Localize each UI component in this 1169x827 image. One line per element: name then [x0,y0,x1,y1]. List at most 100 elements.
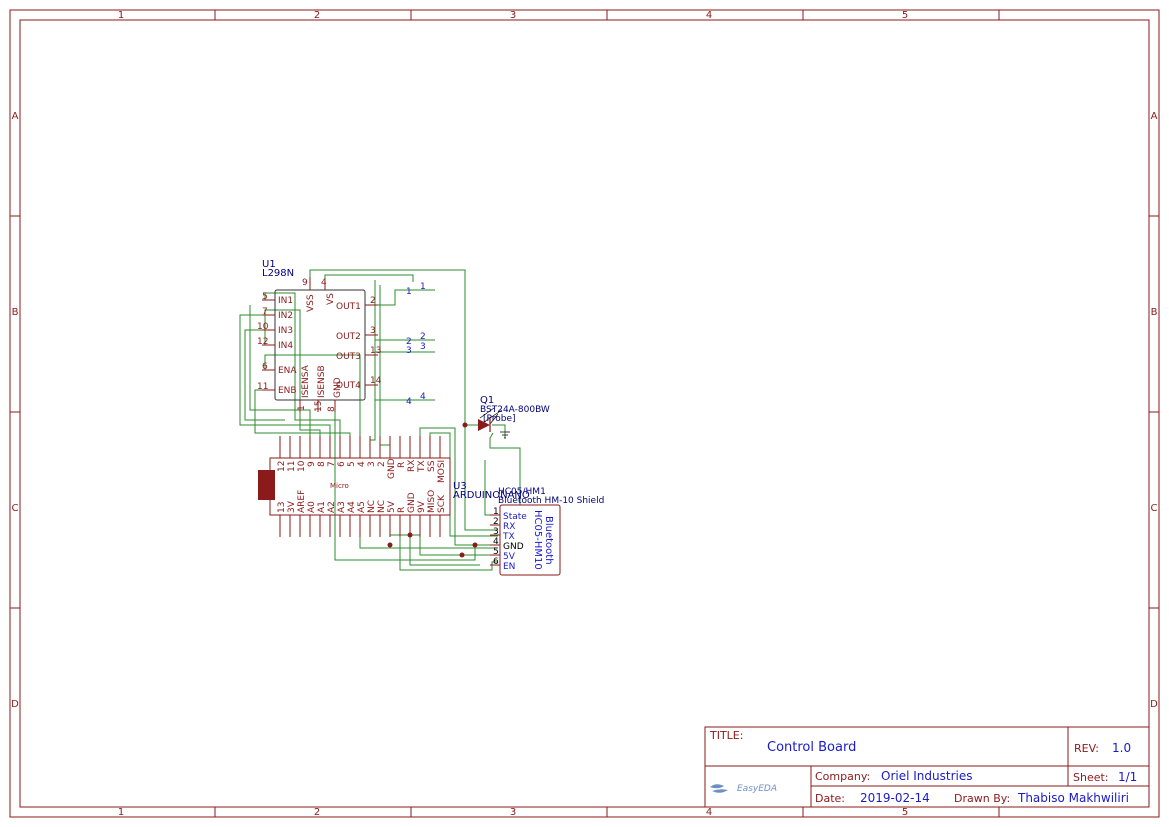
drawn-by-label: Drawn By: [954,792,1010,805]
column-label: 5 [902,10,908,21]
u3-part: ARDUINONANO [453,490,530,501]
company-label: Company: [815,770,870,783]
frame-row-labels-left: A B C D [11,111,19,710]
row-label: B [1151,307,1158,318]
column-label: 4 [706,10,712,21]
u1-pin-num: 8 [327,406,337,412]
frame-row-labels-right: A B C D [1150,111,1158,710]
hc05-side-model: HC05-HM10 [532,510,543,570]
u3-pin-label: SS [427,460,437,472]
title-value: Control Board [767,740,856,755]
hc05-pin-name: RX [503,522,515,532]
column-label: 4 [706,807,712,818]
net-label: 3 [406,346,412,356]
column-label: 3 [510,10,516,21]
u1-pin-name: ENA [278,366,297,376]
u3-designator: U3 [453,481,467,492]
sheet-value: 1/1 [1118,770,1137,784]
sheet-label: Sheet: [1073,771,1109,784]
column-label: 2 [314,807,320,818]
u3-pin-label: 4 [357,461,367,467]
row-label: D [1150,699,1158,710]
u3-pin-label: 3V [287,500,297,513]
net-label: 4 [406,397,412,407]
hc05-bluetooth-module[interactable]: HC05/HM1 Bluetooth HM-10 Shield 1 State … [490,487,604,576]
u3-pin-label: MOSI [437,460,447,483]
u1-bottom-pins [299,400,336,412]
u3-pin-label: AREF [297,490,307,513]
u1-pin-name: OUT2 [336,332,361,342]
u3-pin-label: 2 [377,461,387,467]
title-label: TITLE: [709,729,743,742]
u1-right-pins [365,304,378,386]
u1-pin-num: 5 [262,292,268,302]
net-label: 4 [420,392,426,402]
company-value: Oriel Industries [881,769,972,783]
u1-pin-name: IN4 [278,341,293,351]
u3-pin-label: RX [407,460,417,472]
frame-column-labels-top: 1 2 3 4 5 [118,10,908,21]
u3-pin-label: R [397,507,407,513]
u3-pin-label: MISO [427,490,437,513]
net-label: 1 [420,282,426,292]
sheet-frame [9,9,1160,818]
u3-pin-label: 5V [387,500,397,513]
u3-pin-label: 12 [277,461,287,472]
u1-top-pins [309,277,326,290]
u1-pin-name: VSS [306,294,316,312]
row-label: D [11,699,19,710]
u3-pin-label: A4 [347,501,357,513]
hc05-pin-num: 3 [493,527,499,537]
u1-pin-num: 9 [302,278,308,288]
hc05-part: Bluetooth HM-10 Shield [498,496,604,506]
usb-connector [258,470,275,500]
q1-triac[interactable]: Q1 BST24A-800BW [Probe] [478,395,550,439]
hc05-pin-stubs [490,514,500,566]
u1-pin-num: 15 [314,401,324,412]
u1-pin-num: 1 [297,405,307,411]
u1-pin-num: 12 [257,337,268,347]
u1-pin-num: 7 [262,307,268,317]
u3-pin-label: A5 [357,501,367,513]
rev-value: 1.0 [1112,741,1131,755]
u1-designator: U1 [262,259,276,270]
u1-pin-name: ISENSA [301,364,311,398]
u1-pin-num: 14 [370,376,382,386]
u1-pin-num: 3 [370,326,376,336]
net-label: 1 [406,287,412,297]
row-label: A [12,111,19,122]
u3-pin-label: NC [367,500,377,513]
u1-pin-num: 10 [257,322,269,332]
u3-pin-label: SCK [437,494,447,513]
column-label: 2 [314,10,320,21]
hc05-designator: HC05/HM1 [498,487,546,497]
u3-top-pin-labels: 12 11 10 9 8 7 6 5 4 3 2 GND R RX TX SS … [277,458,447,483]
u3-arduino-nano[interactable]: Micro U3 ARDUINONANO 12 11 [258,436,530,537]
u1-left-pins [262,299,275,391]
hc05-pin-num: 6 [493,557,499,567]
u3-pin-label: 9V [417,500,427,513]
u1-pin-name: ENB [278,386,297,396]
hc05-side-title: Bluetooth [543,516,554,565]
u3-pin-label: 5 [347,461,357,467]
u1-pin-name: OUT3 [336,352,361,362]
net-label: 3 [420,342,426,352]
hc05-body [499,504,561,576]
u1-l298n[interactable]: U1 L298N 5 IN1 7 IN2 10 IN3 12 IN4 6 ENA… [257,259,382,412]
hc05-pin-num: 1 [493,507,499,517]
row-label: A [1151,111,1158,122]
title-block: TITLE: Control Board REV: 1.0 Company: O… [704,726,1150,808]
u3-pin-label: R [397,462,407,468]
u3-pin-label: NC [377,500,387,513]
row-label: B [12,307,19,318]
u1-pin-name: IN1 [278,296,293,306]
u3-pin-label: 10 [297,460,307,472]
u1-pin-name: ISENSB [317,365,327,398]
u1-pin-num: 4 [321,278,327,288]
net-label: 2 [420,332,426,342]
u3-bottom-pin-labels: 13 3V AREF A0 A1 A2 A3 A4 A5 NC NC 5V R … [277,490,447,513]
u1-pin-name: OUT1 [336,302,361,312]
rev-label: REV: [1074,742,1099,755]
u3-board-text: Micro [330,482,349,490]
